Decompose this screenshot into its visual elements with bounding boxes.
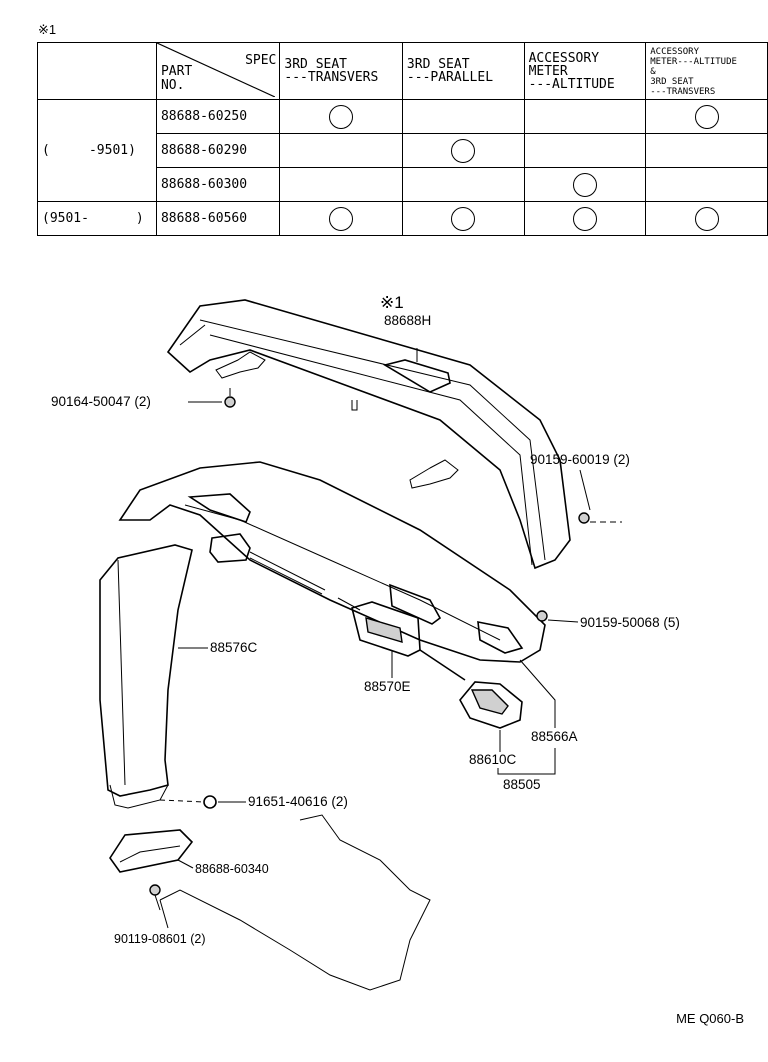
drawing-code: ME Q060-B [676,1011,744,1026]
part-number-cell: 88688-60290 [155,133,281,168]
label-90119-08601: 90119-08601 (2) [114,932,206,946]
note-mark-label: ※1 [380,293,404,312]
applicable-circle-icon [329,104,354,129]
table-row: ( -9501)88688-60250 [37,99,768,202]
applicability-cell [401,201,525,236]
applicable-circle-icon [329,206,354,231]
table-note-mark: ※1 [38,22,57,37]
header-spec-part: SPEC PART NO. [155,42,281,100]
column-header-4: ACCESSORY METER---ALTITUDE & 3RD SEAT --… [645,42,768,100]
part-no-label: PART NO. [160,64,193,93]
label-88688-60340: 88688-60340 [195,862,269,876]
table-row: 88688-60290 [38,133,768,168]
period-cell: (9501- ) [37,201,157,236]
column-header-3: ACCESSORY METER ---ALTITUDE [523,42,647,100]
air-duct-88688H [166,299,571,570]
label-90159-50068: 90159-50068 (5) [580,615,680,630]
label-88566A: 88566A [531,729,578,744]
pillar-garnish-88576C [99,544,193,809]
label-88505: 88505 [503,777,541,792]
vehicle-body-outline [159,814,431,991]
fasteners [149,388,590,911]
applicability-cell [645,201,768,236]
column-header-1: 3RD SEAT ---TRANSVERS [279,42,403,100]
applicable-circle-icon [451,206,476,231]
table-row: (9501- )88688-60560 [37,201,768,236]
applicability-cell [645,167,768,202]
wire-harness [209,533,361,611]
label-88610C: 88610C [469,752,517,767]
applicability-cell [401,133,525,168]
label-88688H: 88688H [384,313,432,328]
part-number-cell: 88688-60560 [155,201,281,236]
bracket-88688-60340 [109,829,194,873]
header-blank [37,42,157,100]
lamp-88610C [419,649,523,729]
roof-panel-88566A [118,461,546,663]
applicable-circle-icon [694,104,719,129]
applicability-cell [523,99,647,134]
leader-lines [159,348,622,929]
label-88570E: 88570E [364,679,411,694]
applicable-circle-icon [694,206,719,231]
column-header-2: 3RD SEAT ---PARALLEL [401,42,525,100]
spec-label: SPEC [245,53,277,68]
applicability-cell [645,99,768,134]
applicability-cell [279,201,403,236]
label-90164-50047: 90164-50047 (2) [51,394,151,409]
applicability-cell [401,99,525,134]
part-number-cell: 88688-60250 [155,99,281,134]
applicable-circle-icon [451,138,476,163]
lamp-88570E [351,601,421,657]
applicable-circle-icon [572,206,597,231]
period-cell: ( -9501) [37,99,157,202]
applicability-cell [401,167,525,202]
label-88576C: 88576C [210,640,258,655]
label-91651-40616: 91651-40616 (2) [248,794,348,809]
applicability-cell [523,201,647,236]
label-90159-60019: 90159-60019 (2) [530,452,630,467]
applicability-cell [523,133,647,168]
applicable-circle-icon [572,172,597,197]
